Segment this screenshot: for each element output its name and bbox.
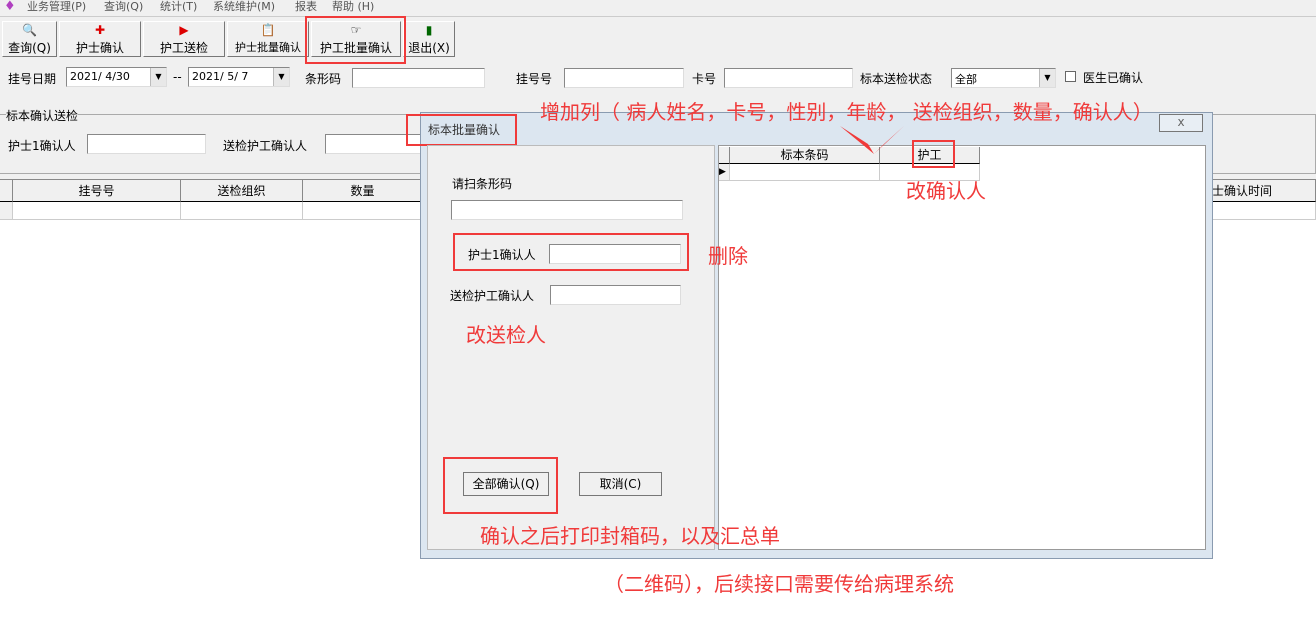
app-icon: ♦ — [4, 0, 16, 14]
menu-business[interactable]: 业务管理(P) — [27, 0, 87, 13]
nurse1-label: 护士1确认人 — [8, 139, 76, 153]
batch-doc-icon: 📋 — [260, 23, 276, 37]
nurse-batch-label: 护士批量确认 — [235, 41, 301, 54]
card-input[interactable] — [724, 68, 853, 88]
table-cell[interactable] — [303, 202, 423, 220]
confirm-all-button[interactable]: 全部确认(Q) — [463, 472, 549, 496]
dialog-worker-label: 送检护工确认人 — [450, 289, 535, 303]
annotation-add-columns: 增加列（ 病人姓名，卡号，性别，年龄， 送检组织，数量，确认人） — [540, 100, 1153, 124]
menu-report[interactable]: 报表 — [295, 0, 317, 13]
menu-query[interactable]: 查询(Q) — [104, 0, 144, 13]
scan-barcode-input[interactable] — [451, 200, 683, 220]
highlight-nurse1 — [453, 233, 689, 271]
magnifier-icon: 🔍 — [22, 23, 37, 37]
col-worker[interactable]: 护工 — [880, 147, 980, 164]
table-cell[interactable] — [1200, 202, 1316, 220]
query-label: 查询(Q) — [8, 41, 51, 55]
status-select[interactable]: 全部 ▼ — [951, 68, 1056, 88]
close-button[interactable]: x — [1159, 114, 1203, 132]
row-pointer-icon: ▶ — [719, 164, 730, 181]
annotation-change-confirmer: 改确认人 — [906, 179, 986, 203]
nurse-batch-confirm-button[interactable]: 📋 护士批量确认 — [227, 21, 309, 57]
chevron-down-icon[interactable]: ▼ — [1039, 69, 1055, 87]
col-tissue[interactable]: 送检组织 — [181, 180, 303, 202]
nurse-confirm-icon: ✚ — [94, 23, 106, 37]
col-quantity[interactable]: 数量 — [303, 180, 423, 202]
worker-send-label: 护工送检 — [159, 41, 208, 55]
col-reg-no[interactable]: 挂号号 — [13, 180, 181, 202]
dialog-nurse1-input[interactable] — [549, 244, 681, 264]
reg-no-label: 挂号号 — [516, 72, 553, 86]
col-specimen-barcode[interactable]: 标本条码 — [730, 147, 880, 164]
send-icon: ▶ — [179, 23, 189, 37]
reg-date-label: 挂号日期 — [8, 72, 57, 86]
reg-no-input[interactable] — [564, 68, 684, 88]
date-to-picker[interactable]: 2021/ 5/ 7 ▼ — [188, 67, 290, 87]
worker-batch-label: 护工批量确认 — [319, 41, 392, 55]
doctor-confirmed-label: 医生已确认 — [1083, 71, 1144, 85]
exit-label: 退出(X) — [408, 41, 450, 55]
worker-send-button[interactable]: ▶ 护工送检 — [143, 21, 225, 57]
menu-system[interactable]: 系统维护(M) — [213, 0, 276, 13]
date-from-picker[interactable]: 2021/ 4/30 ▼ — [66, 67, 167, 87]
nurse-confirm-button[interactable]: ✚ 护士确认 — [59, 21, 141, 57]
dialog-nurse1-label: 护士1确认人 — [468, 248, 536, 262]
hand-pointer-icon: ☞ — [350, 23, 362, 37]
barcode-input[interactable] — [352, 68, 485, 88]
highlight-worker-batch — [305, 16, 406, 64]
status-value: 全部 — [955, 73, 977, 86]
exit-door-icon: ▮ — [425, 23, 433, 37]
group-title: 标本确认送检 — [6, 107, 79, 124]
worker-label: 送检护工确认人 — [223, 139, 308, 153]
date-from-value: 2021/ 4/30 — [70, 70, 130, 83]
table-cell[interactable] — [730, 164, 880, 181]
query-button[interactable]: 🔍 查询(Q) — [2, 21, 57, 57]
table-cell[interactable] — [13, 202, 181, 220]
annotation-change-sender: 改送检人 — [466, 323, 546, 347]
nurse-confirm-label: 护士确认 — [75, 41, 124, 55]
cancel-button[interactable]: 取消(C) — [579, 472, 662, 496]
annotation-print-note-2: （二维码），后续接口需要传给病理系统 — [604, 572, 954, 596]
col-confirm-time[interactable]: 士确认时间 — [1200, 180, 1316, 202]
doctor-confirmed-checkbox[interactable] — [1065, 71, 1076, 82]
card-label: 卡号 — [692, 72, 717, 86]
table-cell[interactable] — [880, 164, 980, 181]
menu-stats[interactable]: 统计(T) — [160, 0, 198, 13]
dialog-title: 标本批量确认 — [428, 123, 501, 137]
date-to-value: 2021/ 5/ 7 — [192, 70, 249, 83]
scan-label: 请扫条形码 — [452, 177, 513, 191]
chevron-down-icon[interactable]: ▼ — [273, 68, 289, 86]
menu-help[interactable]: 帮助 (H) — [332, 0, 375, 13]
table-cell[interactable] — [181, 202, 303, 220]
chevron-down-icon[interactable]: ▼ — [150, 68, 166, 86]
annotation-arrows — [840, 126, 904, 154]
barcode-label: 条形码 — [305, 72, 342, 86]
nurse1-input[interactable] — [87, 134, 206, 154]
annotation-print-note-1: 确认之后打印封箱码，以及汇总单 — [480, 524, 780, 548]
date-separator: -- — [173, 70, 182, 84]
highlight-title — [406, 114, 517, 146]
worker-batch-confirm-button[interactable]: ☞ 护工批量确认 — [311, 21, 401, 57]
dialog-worker-input[interactable] — [550, 285, 681, 305]
exit-button[interactable]: ▮ 退出(X) — [403, 21, 455, 57]
annotation-delete: 删除 — [708, 244, 748, 268]
status-label: 标本送检状态 — [860, 72, 933, 86]
dialog-grid[interactable] — [718, 145, 1206, 550]
highlight-worker-col — [912, 140, 955, 168]
highlight-confirm-all — [443, 457, 558, 514]
